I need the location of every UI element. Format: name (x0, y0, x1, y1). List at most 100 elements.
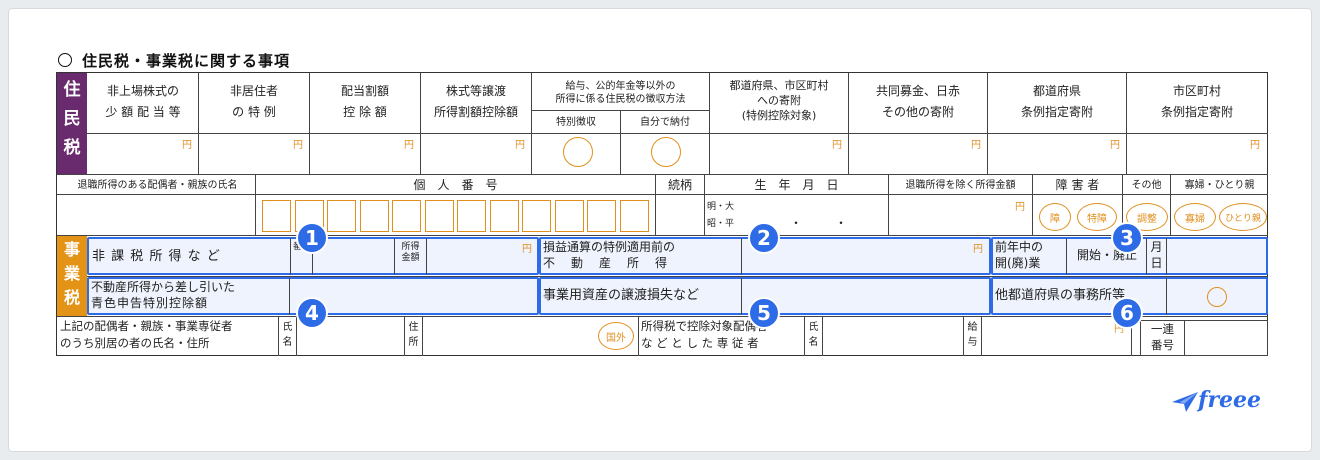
divider (987, 73, 988, 174)
mynumber-digit-box[interactable] (262, 200, 291, 232)
label-line: 月 (1150, 240, 1163, 254)
col-small-dividend: 非上場株式の 少 額 配 当 等 (88, 83, 198, 121)
divider (531, 73, 532, 174)
mynumber-digit-box[interactable] (359, 200, 389, 232)
divider (57, 235, 1268, 236)
divider (1166, 278, 1167, 315)
special-collection-checkbox[interactable] (563, 137, 593, 167)
col-hometown-donation: 都道府県、市区町村 への寄附 (特例控除対象) (710, 78, 848, 123)
mynumber-digit-box[interactable] (424, 200, 454, 232)
era-text: 昭・平 (707, 219, 735, 229)
mynumber-digit-box[interactable] (587, 200, 616, 232)
label-line: 日 (1150, 256, 1163, 270)
col-dividend-deduction: 配当割額 控 除 額 (310, 83, 420, 121)
side-char: 民 (63, 109, 81, 129)
label-line: 控 除 額 (343, 105, 387, 119)
special-disabled-stamp[interactable]: 特障 (1077, 203, 1117, 231)
circle-icon (58, 53, 72, 67)
divider (87, 276, 1268, 277)
divider (709, 73, 710, 174)
col-stock-transfer: 株式等譲渡 所得割額控除額 (421, 83, 531, 121)
widow-stamp[interactable]: 寡婦 (1174, 203, 1216, 231)
label-line: 不 動 産 所 得 (543, 256, 670, 270)
label-line: 番号 (1151, 338, 1174, 352)
label-line: 開(廃)業 (995, 256, 1041, 270)
badge-6: 6 (1111, 297, 1143, 329)
badge-4: 4 (296, 297, 328, 329)
label-line: 一連 (1151, 322, 1174, 336)
other-label: その他 (1131, 180, 1162, 191)
yen-unit: 円 (832, 140, 842, 151)
mynumber-digit-box[interactable] (619, 200, 649, 232)
label-line: 非居住者 (229, 84, 278, 98)
relation-label: 続柄 (667, 178, 692, 192)
divider (1032, 174, 1033, 235)
divider (981, 317, 982, 356)
divider (198, 73, 199, 174)
yen-unit: 円 (973, 244, 983, 255)
divider (57, 174, 1268, 175)
resident-tax-side-label: 住 民 税 (57, 80, 87, 159)
mynumber-digit-box[interactable] (489, 200, 519, 232)
income-excl-retirement-label: 退職所得を除く所得金額 (905, 180, 1016, 191)
label-line: 前年中の (995, 240, 1044, 254)
label-line: (特例控除対象) (741, 109, 817, 122)
yen-unit: 円 (1110, 140, 1120, 151)
resident-tax-side-block (57, 73, 87, 174)
birthdate-label: 生 年 月 日 (754, 178, 839, 192)
divider (57, 194, 1268, 195)
business-tax-side-label: 事 業 税 (57, 238, 87, 310)
mynumber-digit-box[interactable] (457, 200, 486, 232)
nontaxable-income-label: 非 課 税 所 得 な ど (92, 249, 221, 264)
label-line: 給与、公的年金等以外の (565, 81, 676, 92)
single-parent-stamp[interactable]: ひとり親 (1219, 203, 1267, 231)
label-line: な ど と し た 専 従 者 (641, 336, 759, 350)
label-line: 不動産所得から差し引いた (91, 280, 236, 294)
divider (804, 317, 805, 356)
side-char: 住 (63, 80, 81, 100)
mynumber-digit-box[interactable] (554, 200, 584, 232)
divider (1131, 317, 1132, 356)
divider (741, 278, 742, 315)
serial-number-label: 一連 番号 (1141, 321, 1184, 353)
mynumber-digit-box[interactable] (327, 200, 356, 232)
label-line: のうち別居の者の氏名・住所 (60, 336, 210, 350)
adjustment-stamp[interactable]: 調整 (1126, 203, 1168, 231)
blue-return-deduction-label: 不動産所得から差し引いた 青色申告特別控除額 (91, 279, 287, 311)
separated-person-label: 上記の配偶者・親族・事業専従者 のうち別居の者の氏名・住所 (60, 318, 278, 352)
yen-unit: 円 (515, 140, 525, 151)
yen-unit: 円 (971, 140, 981, 151)
yen-unit: 円 (1114, 324, 1124, 335)
pre-offset-real-estate-label: 損益通算の特例適用前の 不 動 産 所 得 (543, 239, 739, 271)
mynumber-digit-box[interactable] (392, 200, 421, 232)
mynumber-label: 個 人 番 号 (413, 178, 498, 192)
label-line: 氏 (282, 322, 293, 333)
label-line: 非上場株式の (106, 84, 179, 98)
label-line: 所得に係る住民税の徴収方法 (555, 94, 686, 105)
salary-label: 給 与 (964, 320, 981, 350)
divider (655, 174, 656, 235)
date-dot: ・ (790, 216, 803, 230)
serial-number-box[interactable] (1140, 320, 1268, 356)
overseas-stamp[interactable]: 国外 (598, 322, 634, 350)
retirement-name-label: 退職所得のある配偶者・親族の氏名 (77, 180, 238, 191)
label-line: 氏 (808, 322, 819, 333)
other-pref-office-label: 他都道府県の事務所等 (995, 288, 1126, 303)
divider (296, 317, 297, 356)
label-line: 住 (408, 322, 419, 333)
paper-plane-icon (1170, 388, 1200, 416)
col-nonresident: 非居住者 の 特 例 (199, 83, 309, 121)
side-char: 事 (63, 240, 80, 259)
self-payment-checkbox[interactable] (651, 137, 681, 167)
yen-unit: 円 (1250, 140, 1260, 151)
divider (420, 73, 421, 174)
divider (1146, 238, 1147, 275)
side-char: 税 (63, 138, 81, 158)
mynumber-digit-box[interactable] (522, 200, 551, 232)
badge-3: 3 (1111, 222, 1143, 254)
label-line: 共同募金、日赤 (875, 84, 960, 98)
form-frame (56, 72, 1268, 356)
other-pref-office-checkbox[interactable] (1207, 287, 1227, 307)
col-community-chest: 共同募金、日赤 その他の寄附 (849, 83, 987, 121)
disabled-stamp[interactable]: 障 (1039, 203, 1071, 231)
